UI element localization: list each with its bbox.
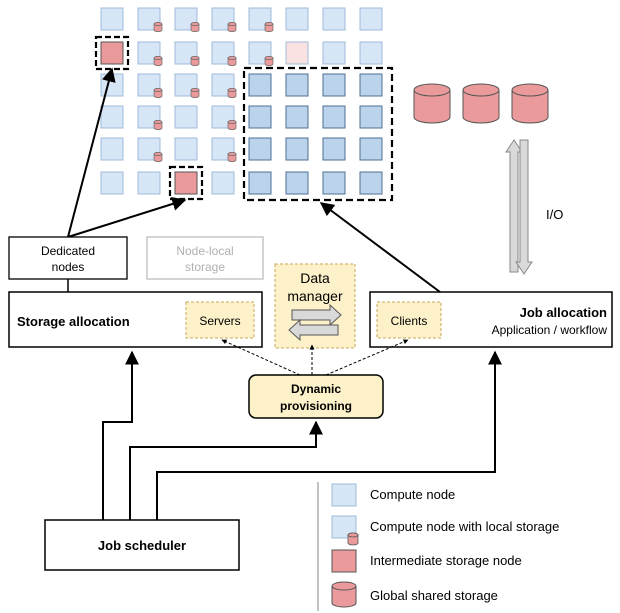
dynamic-label-1: Dynamic bbox=[291, 382, 341, 396]
io-double-arrow-icon bbox=[505, 139, 533, 275]
global-shared-storage-group bbox=[413, 83, 549, 124]
local-storage-icon bbox=[153, 120, 163, 130]
dedicated-nodes-label-1: Dedicated bbox=[41, 244, 95, 258]
allocated-compute-node bbox=[322, 171, 346, 195]
allocated-compute-node bbox=[359, 137, 383, 161]
compute-node bbox=[174, 137, 198, 161]
job-scheduler-label: Job scheduler bbox=[98, 538, 186, 553]
compute-node bbox=[322, 7, 346, 31]
compute-node bbox=[100, 105, 124, 129]
compute-node bbox=[322, 41, 346, 65]
arrow-dedicated-to-node-1 bbox=[67, 67, 116, 238]
allocated-compute-node bbox=[285, 105, 309, 129]
dynamic-label-2: provisioning bbox=[280, 399, 352, 413]
dedicated-node-highlight-1 bbox=[94, 35, 130, 71]
compute-node bbox=[359, 41, 383, 65]
legend-compute-node-swatch bbox=[331, 483, 357, 507]
node-local-label-1: Node-local bbox=[176, 244, 233, 258]
allocated-compute-node bbox=[248, 171, 272, 195]
local-storage-icon bbox=[153, 22, 163, 32]
compute-node-grid bbox=[94, 7, 394, 202]
compute-node bbox=[174, 105, 198, 129]
legend-intermediate: Intermediate storage node bbox=[370, 553, 522, 568]
dedicated-nodes-box: Dedicated nodes bbox=[8, 236, 128, 280]
allocated-compute-node bbox=[359, 73, 383, 97]
servers-box bbox=[185, 301, 255, 339]
allocated-compute-node bbox=[359, 105, 383, 129]
compute-node bbox=[211, 171, 235, 195]
servers-label: Servers bbox=[199, 314, 240, 328]
local-storage-icon bbox=[153, 88, 163, 98]
allocated-compute-node bbox=[285, 73, 309, 97]
intermediate-storage-node bbox=[100, 41, 124, 65]
arrow-job-allocation-to-grid bbox=[319, 202, 441, 293]
compute-node bbox=[100, 7, 124, 31]
node-local-label-2: storage bbox=[185, 260, 225, 274]
job-allocation-box: Clients Job allocation Application / wor… bbox=[369, 291, 613, 348]
allocated-compute-node bbox=[322, 105, 346, 129]
global-storage-cylinder-icon bbox=[511, 83, 549, 124]
job-allocation-label: Job allocation bbox=[520, 305, 607, 320]
allocated-compute-node bbox=[322, 137, 346, 161]
arrow-scheduler-to-job bbox=[156, 350, 502, 520]
legend-compute-node: Compute node bbox=[370, 487, 455, 502]
clients-label: Clients bbox=[391, 314, 428, 328]
allocated-compute-node bbox=[248, 73, 272, 97]
data-manager-label-2: manager bbox=[287, 288, 343, 304]
dynamic-provisioning-box: Dynamic provisioning bbox=[248, 374, 384, 419]
job-scheduler-box: Job scheduler bbox=[44, 519, 240, 571]
data-manager-box: Data manager bbox=[274, 263, 356, 349]
global-storage-cylinder-icon bbox=[462, 83, 500, 124]
local-storage-icon bbox=[190, 88, 200, 98]
storage-allocation-label: Storage allocation bbox=[17, 314, 130, 329]
compute-node bbox=[285, 7, 309, 31]
global-storage-cylinder-icon bbox=[413, 83, 451, 124]
allocated-compute-node bbox=[285, 137, 309, 161]
allocated-compute-node bbox=[248, 105, 272, 129]
dashed-arrow-to-servers bbox=[221, 339, 301, 376]
dedicated-nodes-label-2: nodes bbox=[52, 260, 85, 274]
intermediate-storage-node-faded bbox=[285, 41, 309, 65]
storage-allocation-box: Storage allocation Servers bbox=[8, 291, 263, 348]
local-storage-icon bbox=[227, 152, 237, 162]
arrow-dedicated-to-node-2 bbox=[67, 197, 187, 238]
legend-global-shared: Global shared storage bbox=[370, 588, 498, 603]
node-local-storage-box: Node-local storage bbox=[146, 236, 264, 280]
local-storage-icon bbox=[190, 22, 200, 32]
legend-global-shared-swatch bbox=[331, 581, 357, 608]
compute-node bbox=[100, 171, 124, 195]
arrow-scheduler-to-storage bbox=[102, 350, 139, 520]
local-storage-icon bbox=[264, 22, 274, 32]
compute-node bbox=[359, 7, 383, 31]
compute-node bbox=[100, 137, 124, 161]
local-storage-icon bbox=[264, 56, 274, 66]
legend-compute-local-swatch bbox=[331, 515, 359, 546]
local-storage-icon bbox=[153, 56, 163, 66]
legend: Compute node Compute node with local sto… bbox=[317, 482, 559, 611]
local-storage-icon bbox=[190, 56, 200, 66]
clients-box bbox=[376, 301, 442, 339]
job-allocation-region bbox=[242, 66, 394, 202]
data-manager-label-1: Data bbox=[300, 270, 330, 286]
compute-node bbox=[100, 73, 124, 97]
local-storage-icon bbox=[227, 88, 237, 98]
io-label: I/O bbox=[546, 207, 563, 222]
legend-compute-local: Compute node with local storage bbox=[370, 519, 559, 534]
arrow-scheduler-to-dynamic bbox=[129, 420, 323, 520]
local-storage-icon bbox=[227, 120, 237, 130]
compute-node bbox=[137, 171, 161, 195]
swap-arrows-icon bbox=[288, 303, 342, 342]
allocated-compute-node bbox=[359, 171, 383, 195]
local-storage-icon bbox=[227, 22, 237, 32]
local-storage-icon bbox=[227, 56, 237, 66]
legend-intermediate-swatch bbox=[331, 549, 357, 573]
intermediate-storage-node bbox=[174, 171, 198, 195]
allocated-compute-node bbox=[285, 171, 309, 195]
allocated-compute-node bbox=[322, 73, 346, 97]
job-allocation-sub-label: Application / workflow bbox=[492, 323, 608, 337]
local-storage-icon bbox=[153, 152, 163, 162]
dedicated-node-highlight-2 bbox=[168, 165, 204, 201]
allocated-compute-node bbox=[248, 137, 272, 161]
